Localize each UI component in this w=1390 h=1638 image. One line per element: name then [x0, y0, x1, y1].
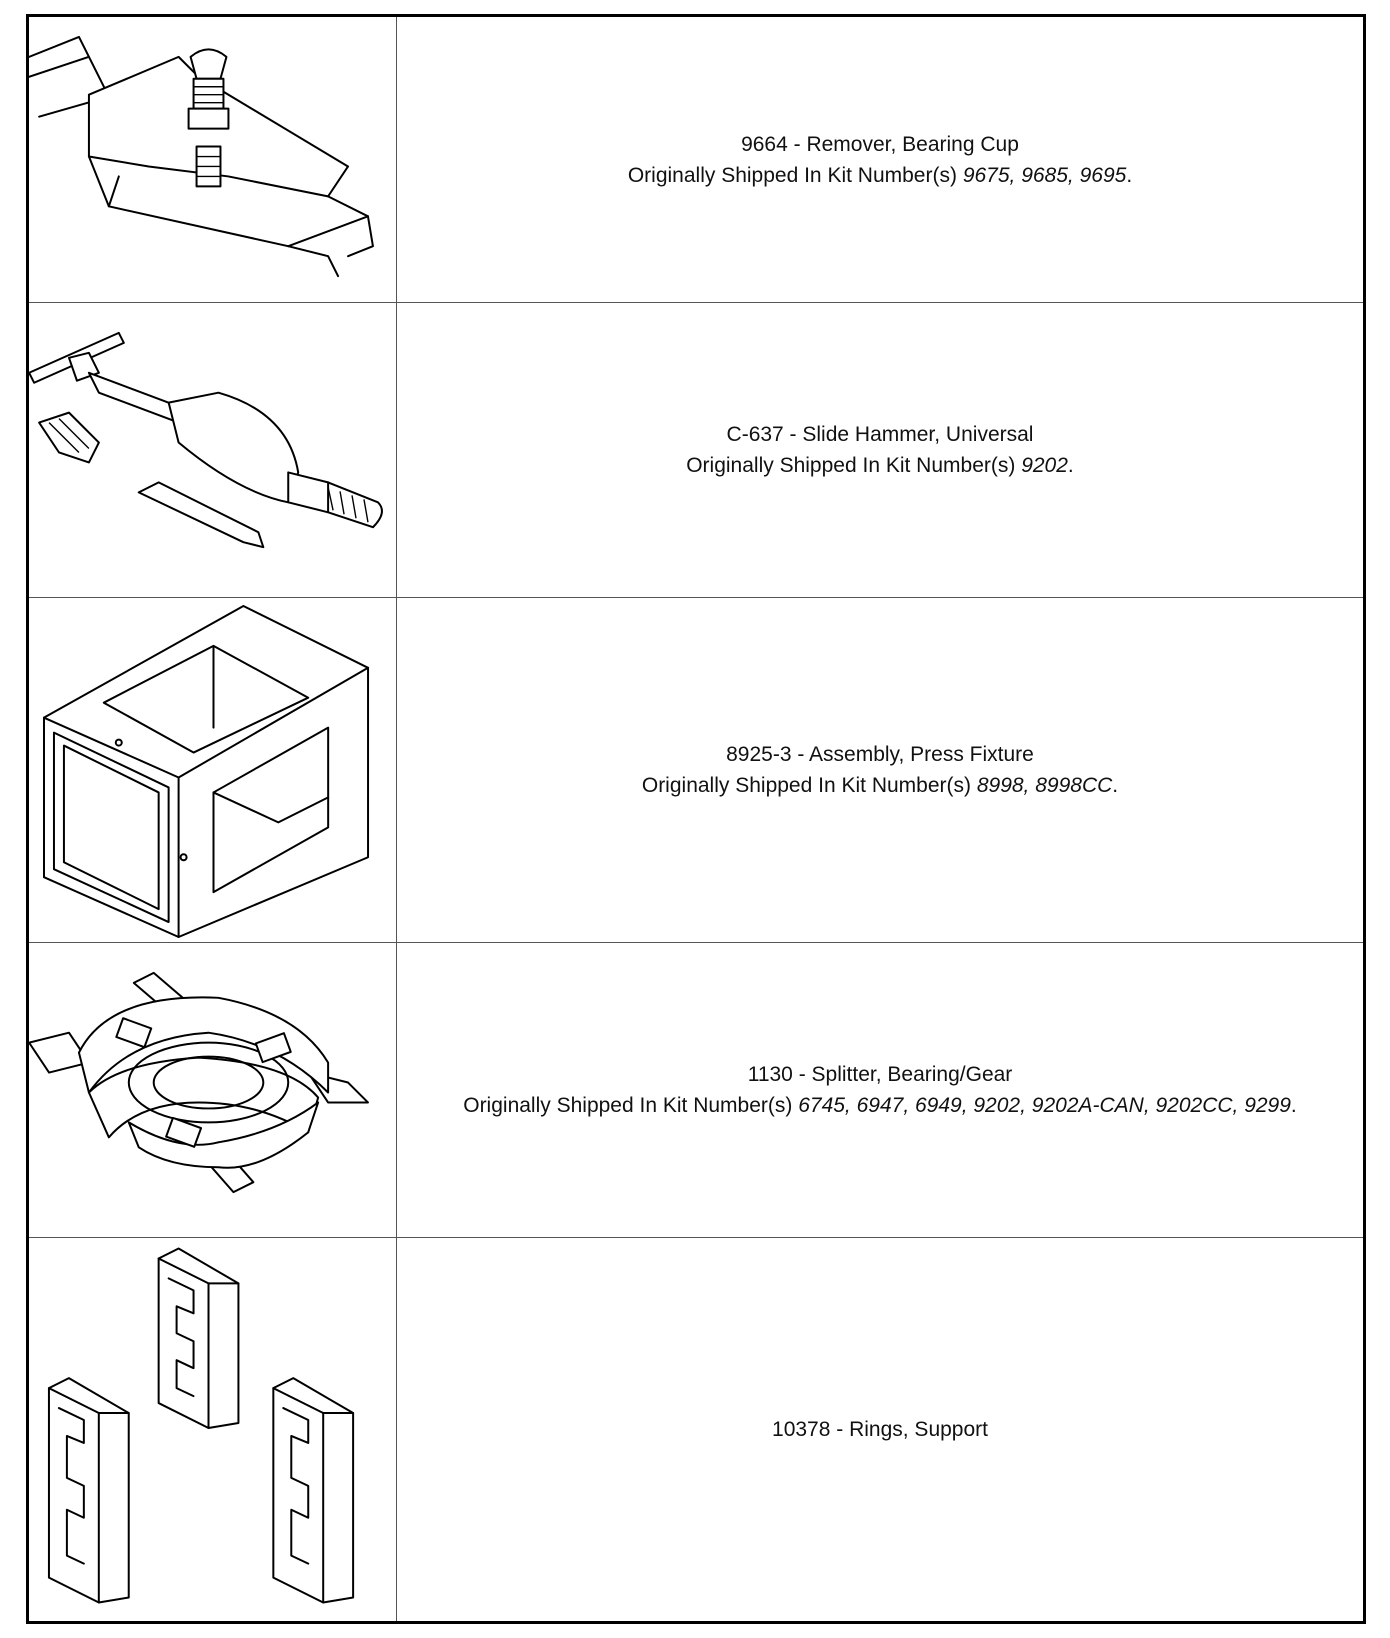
bearing-splitter-drawing	[29, 943, 397, 1237]
table-row: 8925-3 - Assembly, Press Fixture Origina…	[29, 598, 1363, 943]
tool-table: 9664 - Remover, Bearing Cup Originally S…	[26, 14, 1366, 1624]
kit-numbers: 6745, 6947, 6949, 9202, 9202A-CAN, 9202C…	[798, 1094, 1291, 1117]
tool-title: 9664 - Remover, Bearing Cup	[741, 132, 1019, 156]
table-row: 9664 - Remover, Bearing Cup Originally S…	[29, 17, 1363, 303]
kit-label: Originally Shipped In Kit Number(s)	[641, 774, 971, 797]
tool-description: 10378 - Rings, Support	[397, 1238, 1363, 1621]
kit-numbers-line: Originally Shipped In Kit Number(s) 6745…	[463, 1094, 1297, 1117]
tool-title: 1130 - Splitter, Bearing/Gear	[747, 1063, 1013, 1086]
support-rings-drawing	[29, 1238, 397, 1621]
tool-title: 8925-3 - Assembly, Press Fixture	[726, 743, 1034, 766]
table-row: 10378 - Rings, Support	[29, 1238, 1363, 1621]
kit-label: Originally Shipped In Kit Number(s)	[463, 1094, 793, 1117]
kit-label: Originally Shipped In Kit Number(s)	[627, 163, 957, 187]
tool-title: 10378 - Rings, Support	[772, 1418, 988, 1441]
tool-description: 8925-3 - Assembly, Press Fixture Origina…	[397, 598, 1363, 942]
table-row: C-637 - Slide Hammer, Universal Original…	[29, 303, 1363, 598]
kit-numbers-line: Originally Shipped In Kit Number(s) 9675…	[627, 163, 1133, 187]
tool-description: 1130 - Splitter, Bearing/Gear Originally…	[397, 943, 1363, 1237]
kit-numbers-line: Originally Shipped In Kit Number(s) 9202…	[686, 454, 1074, 477]
kit-numbers-line: Originally Shipped In Kit Number(s) 8998…	[641, 774, 1119, 797]
kit-numbers: 9675, 9685, 9695	[962, 163, 1127, 187]
tool-description: 9664 - Remover, Bearing Cup Originally S…	[397, 17, 1363, 302]
bearing-cup-remover-drawing	[29, 17, 397, 302]
kit-label: Originally Shipped In Kit Number(s)	[686, 454, 1016, 477]
tool-title: C-637 - Slide Hammer, Universal	[726, 423, 1034, 446]
table-row: 1130 - Splitter, Bearing/Gear Originally…	[29, 943, 1363, 1238]
tool-description: C-637 - Slide Hammer, Universal Original…	[397, 303, 1363, 597]
slide-hammer-drawing	[29, 303, 397, 597]
kit-numbers: 8998, 8998CC	[976, 774, 1113, 797]
kit-numbers: 9202	[1021, 454, 1068, 477]
press-fixture-drawing	[29, 598, 397, 942]
